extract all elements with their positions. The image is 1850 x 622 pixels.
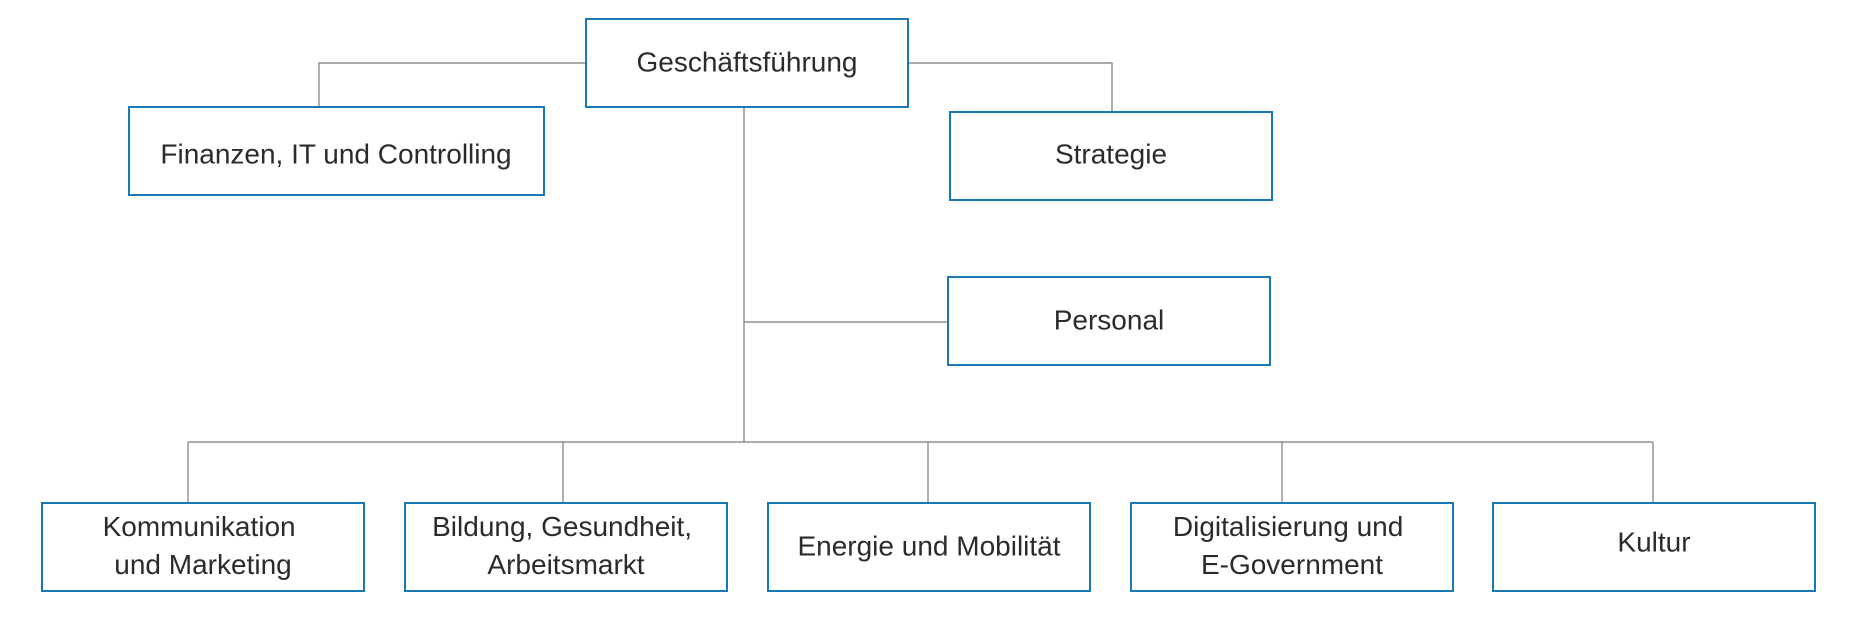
node-bildung-label: Bildung, Gesundheit, Arbeitsmarkt — [432, 511, 700, 580]
connector-head-to-strategy — [908, 62, 1113, 112]
connector-head-to-finance — [318, 62, 587, 107]
node-personal-label: Personal — [1054, 304, 1165, 335]
node-bildung-line-2: Arbeitsmarkt — [487, 549, 644, 580]
node-digitalisierung-line-1: Digitalisierung und — [1173, 511, 1403, 542]
node-kommunikation: Kommunikation und Marketing — [41, 502, 365, 592]
node-bildung-line-1: Bildung, Gesundheit, — [432, 511, 692, 542]
node-energie: Energie und Mobilität — [767, 502, 1091, 592]
node-kommunikation-label: Kommunikation und Marketing — [103, 511, 304, 580]
node-energie-label: Energie und Mobilität — [797, 530, 1060, 561]
node-bildung: Bildung, Gesundheit, Arbeitsmarkt — [404, 502, 728, 592]
node-geschaeftsfuehrung-label: Geschäftsführung — [636, 46, 857, 77]
node-digitalisierung-label: Digitalisierung und E-Government — [1173, 511, 1411, 580]
node-kultur: Kultur — [1492, 502, 1816, 592]
node-kommunikation-line-1: Kommunikation — [103, 511, 296, 542]
node-strategie-label: Strategie — [1055, 138, 1167, 169]
node-kommunikation-line-2: und Marketing — [114, 549, 291, 580]
node-finanzen-label: Finanzen, IT und Controlling — [160, 138, 511, 169]
node-finanzen: Finanzen, IT und Controlling — [128, 106, 545, 196]
node-personal: Personal — [947, 276, 1271, 366]
node-strategie: Strategie — [949, 111, 1273, 201]
node-digitalisierung: Digitalisierung und E-Government — [1130, 502, 1454, 592]
node-digitalisierung-line-2: E-Government — [1201, 549, 1383, 580]
node-geschaeftsfuehrung: Geschäftsführung — [585, 18, 909, 108]
node-kultur-label: Kultur — [1617, 526, 1690, 557]
connectors — [187, 62, 1654, 503]
